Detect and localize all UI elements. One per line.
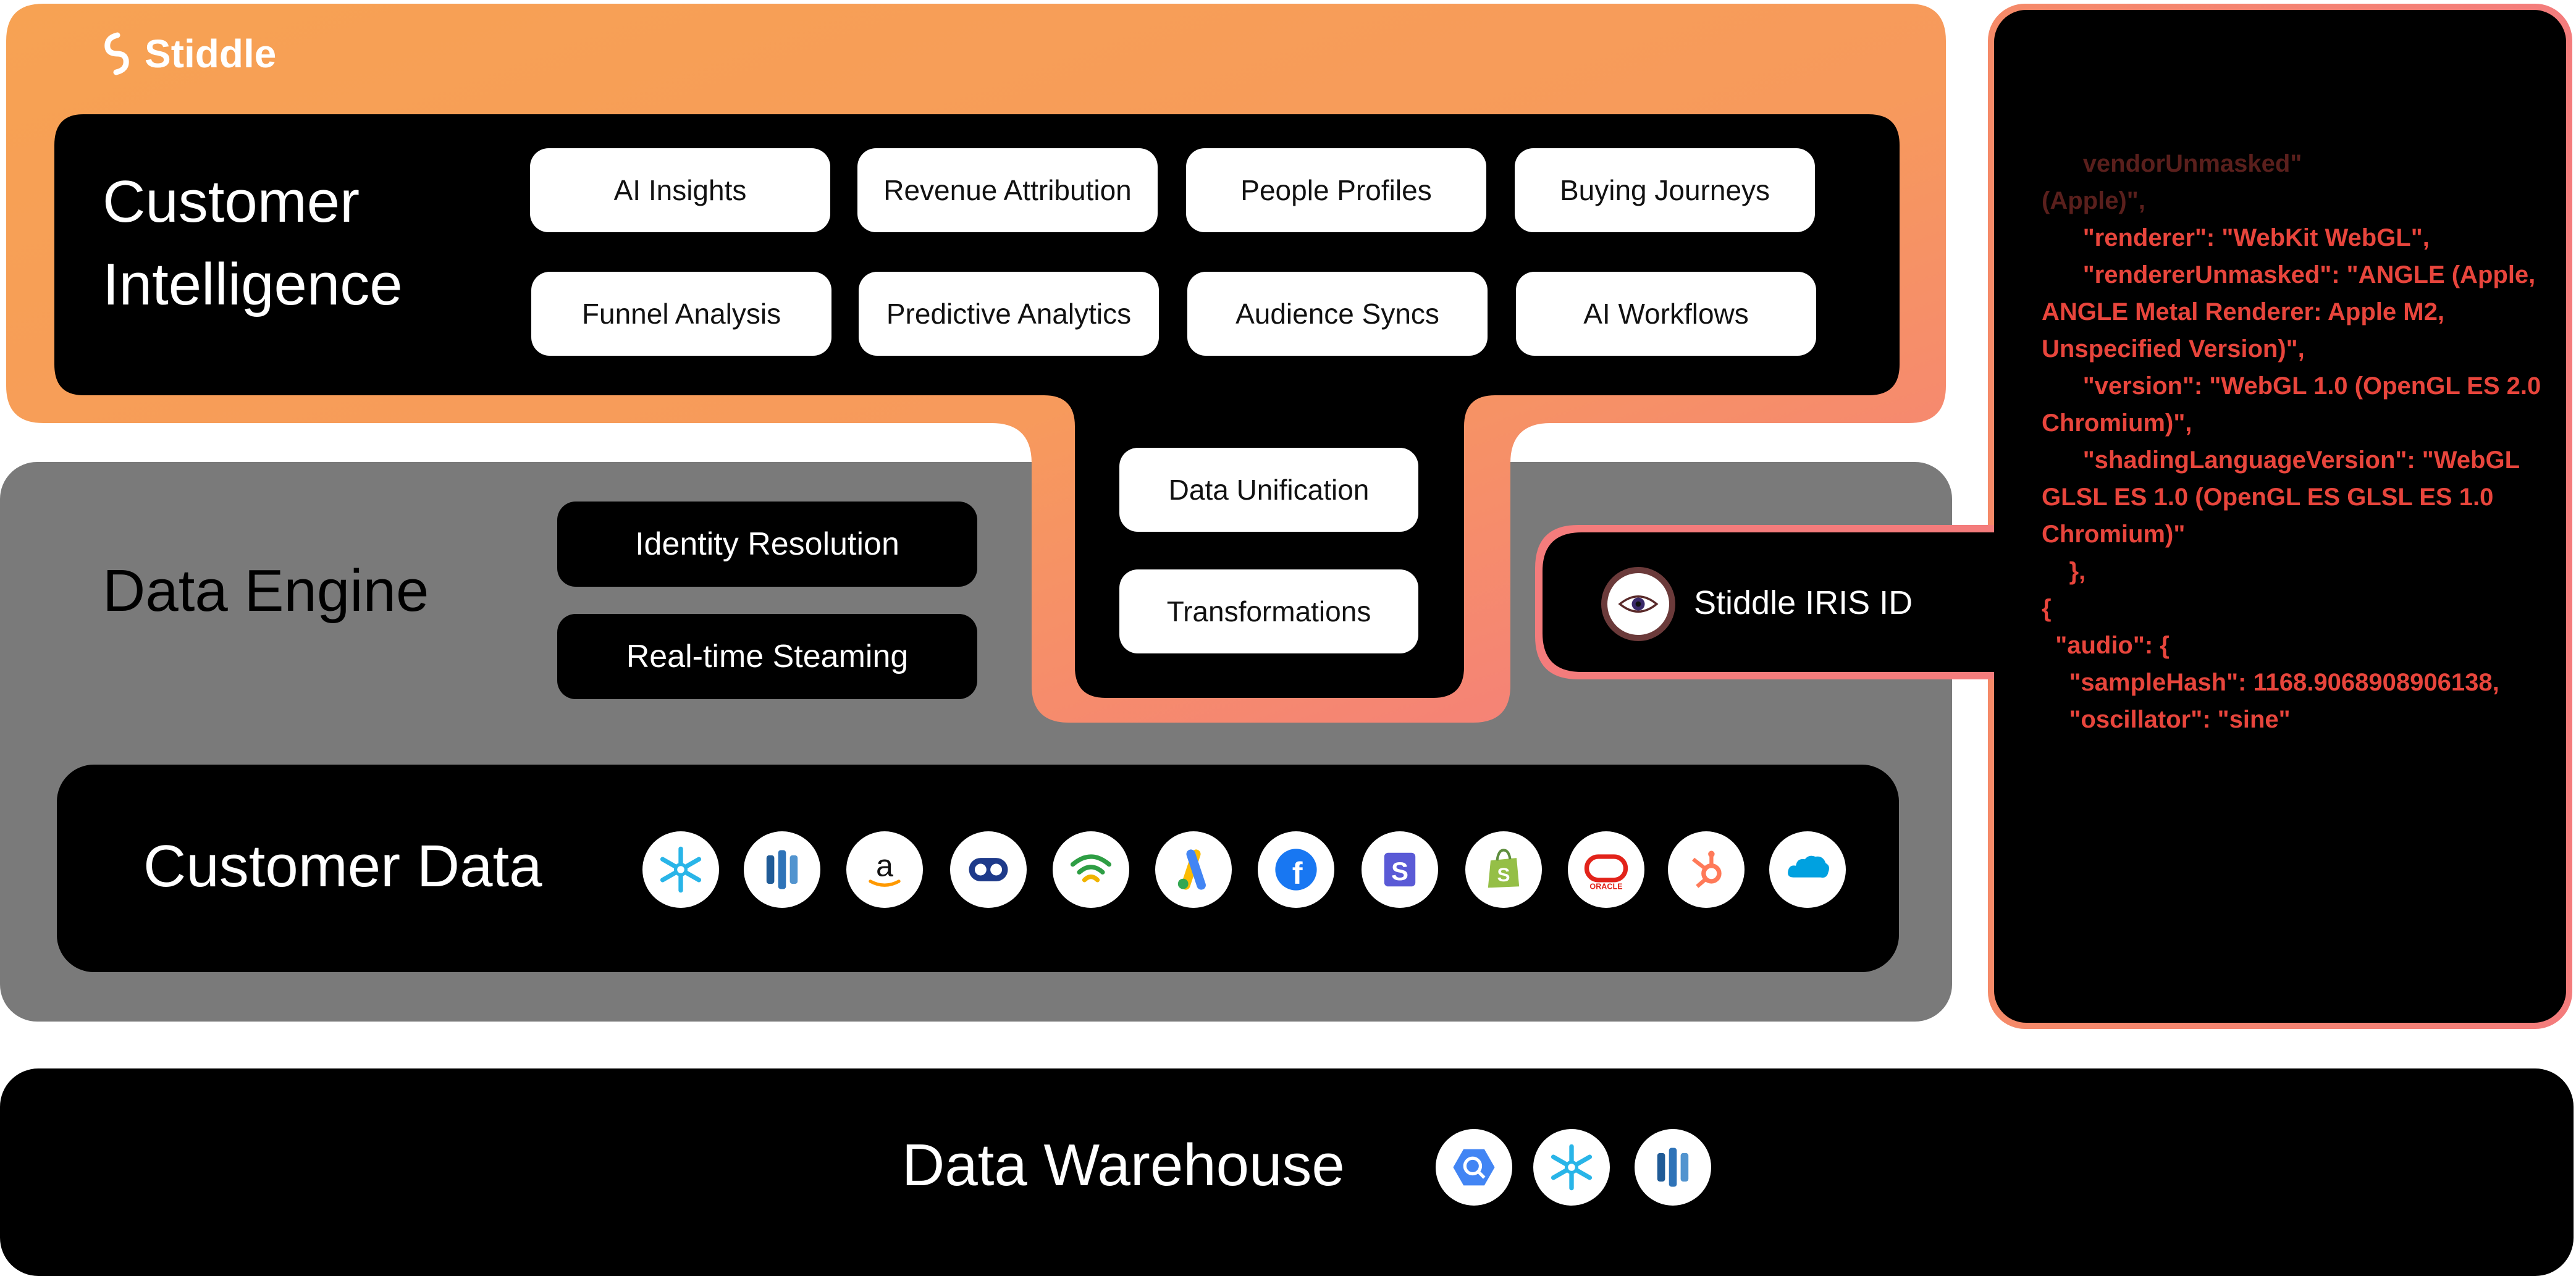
iris-id-label: Stiddle IRIS ID (1694, 584, 1913, 621)
code-line: vendorUnmasked" (2042, 150, 2302, 177)
svg-text:a: a (876, 848, 894, 883)
data-engine-title: Data Engine (103, 558, 429, 624)
real-time-streaming-pill[interactable]: Real-time Steaming (557, 614, 977, 699)
code-line: (Apple)", (2042, 187, 2145, 214)
svg-text:S: S (1391, 857, 1408, 886)
code-line: "renderer": "WebKit WebGL", (2042, 224, 2430, 251)
code-line: { (2042, 595, 2052, 622)
mixpanel-icon (950, 831, 1027, 908)
svg-text:f: f (1292, 855, 1303, 891)
stiddle-logo: Stiddle (99, 31, 276, 77)
code-line: "rendererUnmasked": "ANGLE (Apple, ANGLE… (2042, 261, 2541, 363)
code-line: "version": "WebGL 1.0 (OpenGL ES 2.0 Chr… (2042, 372, 2548, 437)
bigquery-icon (1436, 1129, 1512, 1206)
salesforce-icon (1769, 831, 1846, 908)
feature-predictive-analytics[interactable]: Predictive Analytics (859, 272, 1159, 356)
google-ads-icon (1155, 831, 1232, 908)
fingerprint-panel (1994, 10, 2566, 1023)
data-warehouse-box (0, 1068, 2574, 1276)
stiddle-logo-icon (104, 32, 129, 75)
identity-resolution-pill[interactable]: Identity Resolution (557, 502, 977, 587)
code-line: "sampleHash": 1168.9068908906138, (2042, 669, 2499, 696)
feature-ai-insights[interactable]: AI Insights (530, 148, 830, 232)
customer-intelligence-title-line2: Intelligence (103, 251, 403, 318)
brand-name: Stiddle (145, 31, 277, 76)
fingerprint-code: vendorUnmasked" (Apple)", "renderer": "We… (2042, 145, 2548, 1010)
redshift-icon (744, 831, 820, 908)
svg-text:S: S (1497, 863, 1510, 886)
customer-intelligence-box (54, 114, 1900, 698)
facebook-icon: f (1258, 831, 1334, 908)
feature-funnel-analysis[interactable]: Funnel Analysis (531, 272, 831, 356)
amazon-icon: a (846, 831, 923, 908)
customer-intelligence-title: Customer Intelligence (103, 161, 403, 327)
customer-intelligence-title-line1: Customer (103, 169, 360, 235)
code-line: "audio": { (2042, 632, 2170, 659)
code-line: }, (2042, 558, 2086, 585)
segment-icon: S (1362, 831, 1438, 908)
eye-icon (1601, 567, 1675, 641)
data-warehouse-title: Data Warehouse (902, 1132, 1345, 1198)
customer-data-title: Customer Data (143, 833, 542, 899)
feature-audience-syncs[interactable]: Audience Syncs (1187, 272, 1488, 356)
wifi-signal-icon (1053, 831, 1129, 908)
hubspot-icon (1668, 831, 1745, 908)
redshift-icon (1635, 1129, 1711, 1206)
snowflake-icon (642, 831, 719, 908)
feature-ai-workflows[interactable]: AI Workflows (1516, 272, 1816, 356)
shopify-icon: S (1465, 831, 1542, 908)
iris-connector (1543, 532, 2001, 672)
code-line: "oscillator": "sine" (2042, 706, 2291, 733)
feature-revenue-attribution[interactable]: Revenue Attribution (857, 148, 1158, 232)
feature-people-profiles[interactable]: People Profiles (1186, 148, 1486, 232)
svg-text:ORACLE: ORACLE (1589, 883, 1622, 891)
transformations-pill[interactable]: Transformations (1119, 569, 1418, 653)
oracle-icon: ORACLE (1568, 831, 1644, 908)
code-line: "shadingLanguageVersion": "WebGL GLSL ES… (2042, 447, 2527, 548)
snowflake-icon (1533, 1129, 1610, 1206)
data-unification-pill[interactable]: Data Unification (1119, 448, 1418, 532)
feature-buying-journeys[interactable]: Buying Journeys (1515, 148, 1815, 232)
